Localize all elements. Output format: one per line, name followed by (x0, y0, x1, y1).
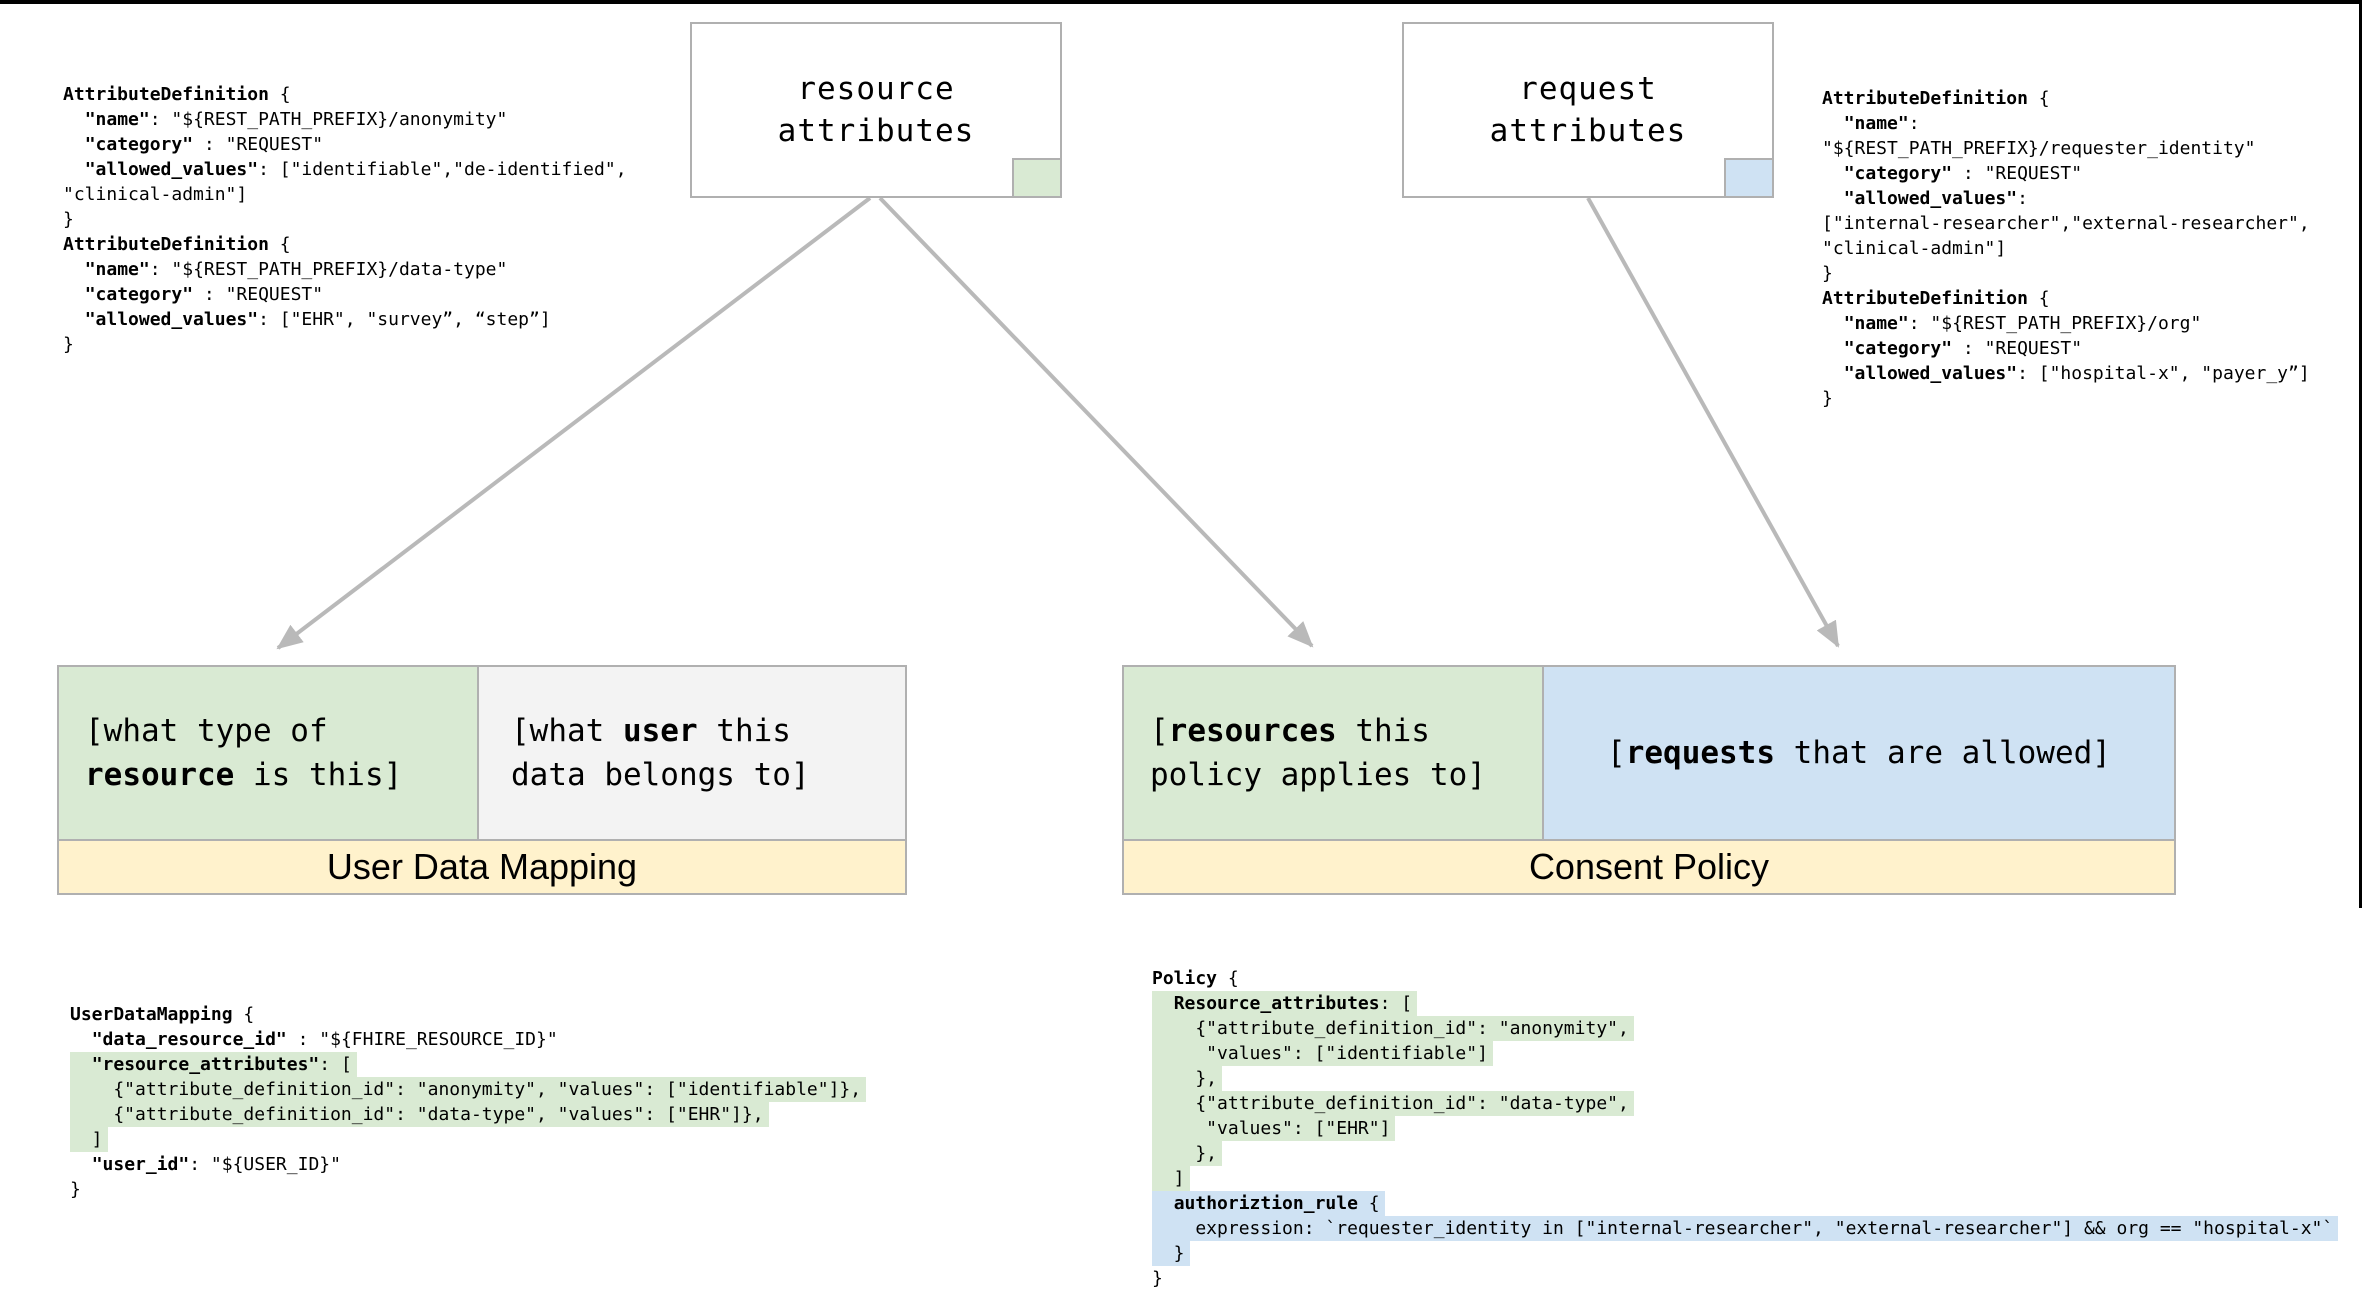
resource-color-key-swatch (1012, 158, 1062, 198)
request-color-key-swatch (1724, 158, 1774, 198)
arrow-request-to-policy (1586, 197, 1840, 648)
right-edge-line (2359, 0, 2362, 908)
policy-code-block: Policy { Resource_attributes: [ {"attrib… (1152, 966, 2339, 1291)
cp-requests-cell: [requests that are allowed] (1544, 667, 2174, 839)
cp-requests-cell-text: [requests that are allowed] (1607, 735, 2111, 771)
cp-title-bar: Consent Policy (1124, 839, 2174, 893)
resource-attrdef-code-block: AttributeDefinition { "name": "${REST_PA… (63, 84, 627, 355)
request-attrdef-code-block: AttributeDefinition { "name":"${REST_PAT… (1822, 88, 2310, 409)
udm-title-bar: User Data Mapping (59, 839, 905, 893)
top-edge-line (0, 0, 2362, 4)
arrow-resource-to-policy (878, 196, 1314, 648)
user-data-mapping-code-block: UserDataMapping { "data_resource_id" : "… (70, 1002, 867, 1202)
